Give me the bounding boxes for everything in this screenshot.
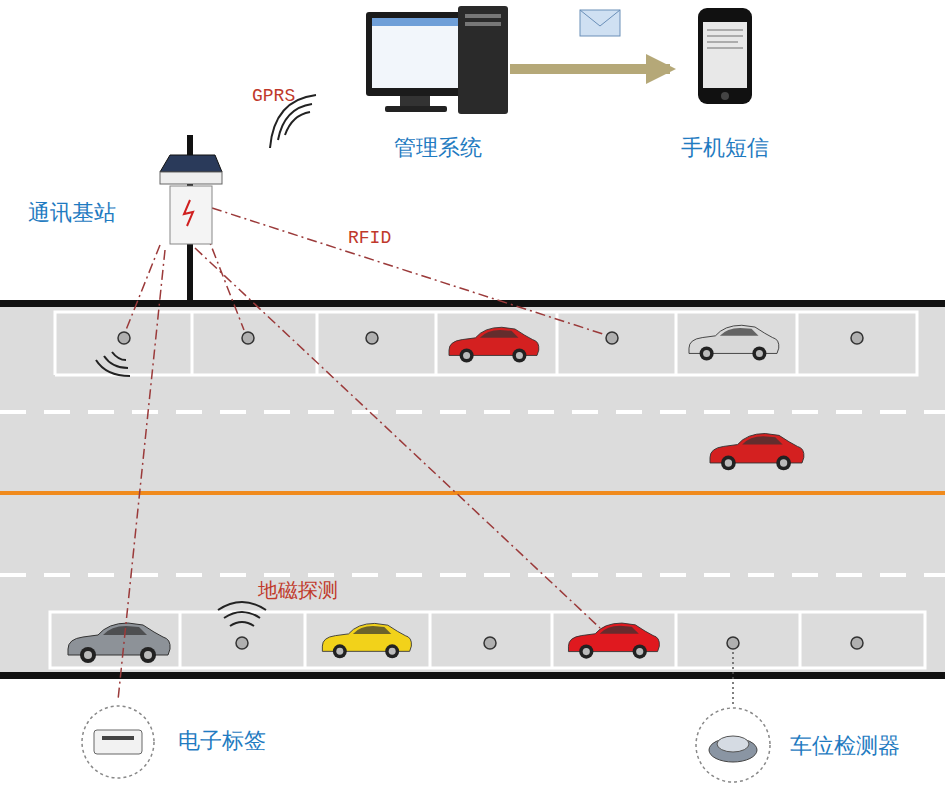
base-station: 通讯基站 (25, 130, 225, 250)
connector (118, 250, 165, 700)
lane-line (0, 410, 945, 414)
road-edge (0, 300, 945, 307)
base-station (160, 135, 222, 303)
connector (510, 64, 670, 74)
node-label: 电子标签 (178, 728, 266, 754)
protocol-label: GPRS (252, 86, 295, 108)
node-label: 管理系统 (394, 135, 482, 161)
computer (366, 6, 508, 114)
node-label: 手机短信 (681, 135, 769, 161)
mobile-phone (698, 8, 752, 104)
electronic-tag: 电子标签 (75, 700, 290, 780)
management-system: 管理系统 (365, 5, 510, 165)
road-edge (0, 672, 945, 679)
sensor-label: 地磁探测 (258, 578, 338, 602)
sms-phone: 手机短信 (670, 5, 780, 165)
parking-bays (50, 312, 925, 668)
callout-circle (82, 706, 770, 782)
center-line (0, 491, 945, 495)
node-label: 车位检测器 (790, 733, 900, 759)
road (0, 303, 945, 675)
space-detector: 车位检测器 (690, 700, 935, 784)
node-label: 通讯基站 (28, 200, 116, 226)
leader-line (732, 652, 734, 704)
protocol-label: RFID (348, 228, 391, 250)
parking-detector (118, 332, 863, 649)
signal-arcs (96, 95, 316, 626)
car (68, 325, 804, 663)
envelope-icon (580, 10, 620, 36)
rfid-link (126, 208, 606, 628)
lane-line (0, 573, 945, 577)
